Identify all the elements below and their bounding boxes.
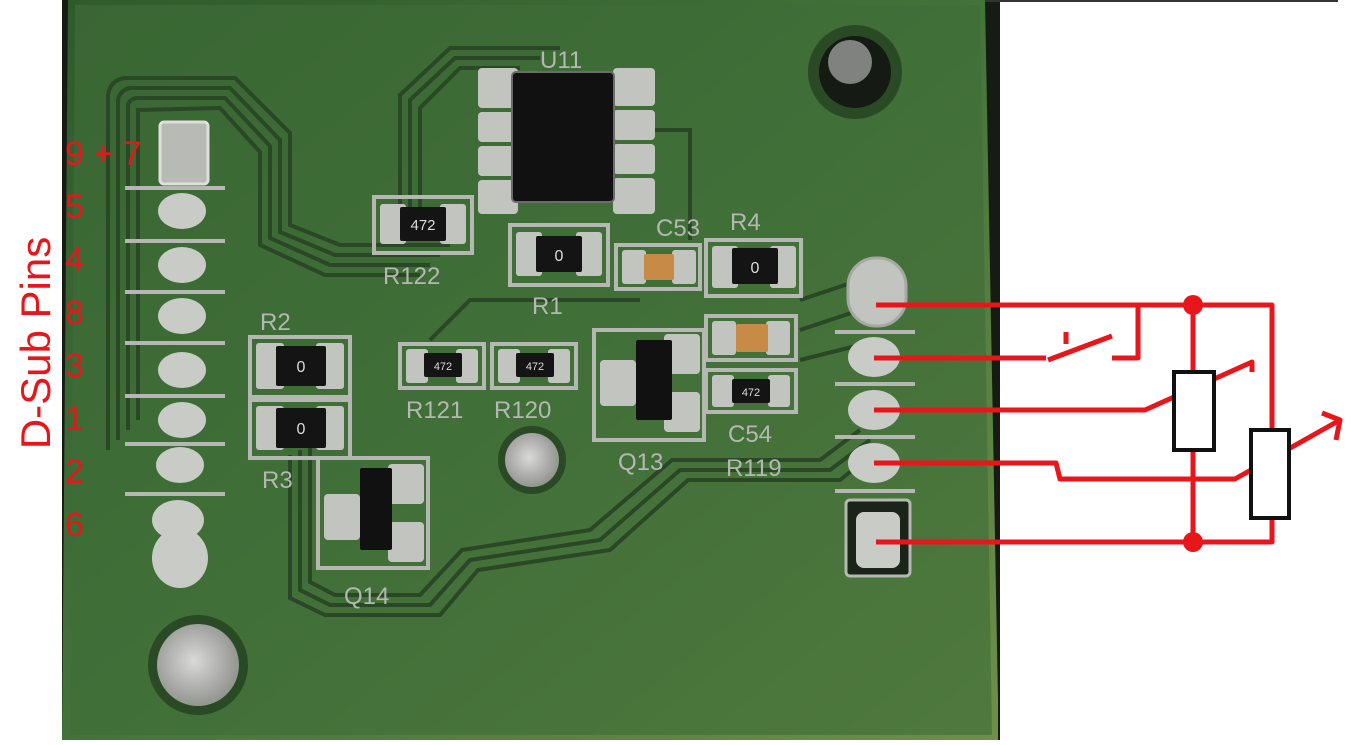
label-r2: R2: [260, 309, 291, 336]
label-r3: R3: [262, 467, 293, 494]
pot2-wiper-arrow: [1321, 410, 1343, 441]
label-q13: Q13: [618, 449, 663, 476]
q14-transistor: [316, 456, 430, 570]
code-r1: 0: [555, 248, 564, 265]
capacitor-orange: [704, 314, 798, 362]
u11-ic: [478, 68, 655, 214]
potentiometer-1-body: [1172, 370, 1216, 452]
r2-resistor: [248, 335, 352, 399]
code-c54: 472: [742, 387, 760, 399]
r120-resistor: [490, 342, 578, 390]
pin-label-5: 5: [65, 188, 84, 226]
r4-resistor: [704, 238, 803, 298]
r3-resistor: [248, 398, 352, 460]
r121-resistor: [398, 342, 486, 390]
code-r2: 0: [297, 359, 306, 376]
r122-resistor: [372, 195, 474, 255]
code-r121: 472: [434, 361, 452, 373]
pin-label-4: 4: [65, 241, 84, 279]
label-r121: R121: [406, 397, 463, 424]
junction-bottom: [1183, 532, 1203, 552]
label-c53: C53: [656, 215, 700, 242]
switch-lever: [1047, 333, 1113, 363]
schematic-overlay: [874, 302, 1343, 545]
pin-label-6: 6: [65, 506, 84, 544]
label-r120: R120: [494, 397, 551, 424]
c53-capacitor: [614, 243, 702, 291]
pin-label-1: 1: [65, 400, 84, 438]
c54-component: [704, 368, 798, 414]
code-r3: 0: [297, 421, 306, 438]
code-r120: 472: [526, 361, 544, 373]
pin-label-9-7: 9 + 7: [65, 135, 142, 173]
junction-top: [1183, 295, 1203, 315]
switch-right-leg: [1112, 305, 1141, 361]
label-q14: Q14: [344, 583, 389, 610]
silkscreen-labels: U11 R122 R1 C53 R4 R2 R3 R121 R120 Q13 Q…: [260, 47, 782, 610]
code-r4: 0: [751, 260, 760, 277]
label-u11: U11: [540, 47, 582, 74]
label-r122: R122: [383, 263, 440, 290]
pin-label-2: 2: [65, 453, 84, 491]
dsub-pin-pads: [125, 120, 225, 588]
q13-transistor: [592, 328, 706, 442]
label-r4: R4: [730, 209, 761, 236]
code-r122: 472: [410, 217, 435, 234]
label-r119: R119: [726, 455, 782, 482]
label-r1: R1: [532, 293, 563, 320]
r1-resistor: [508, 223, 610, 287]
potentiometer-2-body: [1249, 428, 1291, 520]
pin-label-8: 8: [65, 294, 84, 332]
wire-bottom: [876, 518, 1275, 545]
pin-label-3: 3: [65, 347, 84, 385]
dsub-pins-title: D-Sub Pins: [12, 236, 59, 450]
part-codes: 472 0 0 0 0 472 472 472: [297, 217, 761, 438]
wire-top: [876, 302, 1275, 432]
label-c54: C54: [728, 421, 772, 448]
